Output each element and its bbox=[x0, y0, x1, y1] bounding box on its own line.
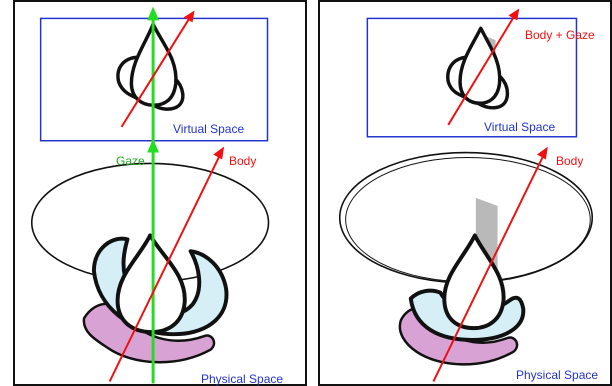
physical-space-label: Physical Space bbox=[516, 368, 598, 382]
virtual-head-icon bbox=[448, 28, 508, 107]
virtual-space-label: Virtual Space bbox=[173, 122, 244, 136]
left-sketch bbox=[15, 2, 305, 384]
body-label: Body bbox=[229, 154, 256, 168]
physical-space-label: Physical Space bbox=[201, 372, 283, 386]
body-label: Body bbox=[556, 154, 583, 168]
right-sketch bbox=[320, 2, 610, 384]
virtual-space-label: Virtual Space bbox=[484, 120, 555, 134]
gaze-label: Gaze bbox=[116, 154, 145, 168]
body-gaze-label: Body + Gaze bbox=[525, 28, 595, 42]
left-panel: Virtual Space Gaze Body Physical Space bbox=[13, 0, 307, 386]
right-panel: Body + Gaze Virtual Space Body Physical … bbox=[318, 0, 612, 386]
virtual-head-icon bbox=[118, 24, 183, 109]
